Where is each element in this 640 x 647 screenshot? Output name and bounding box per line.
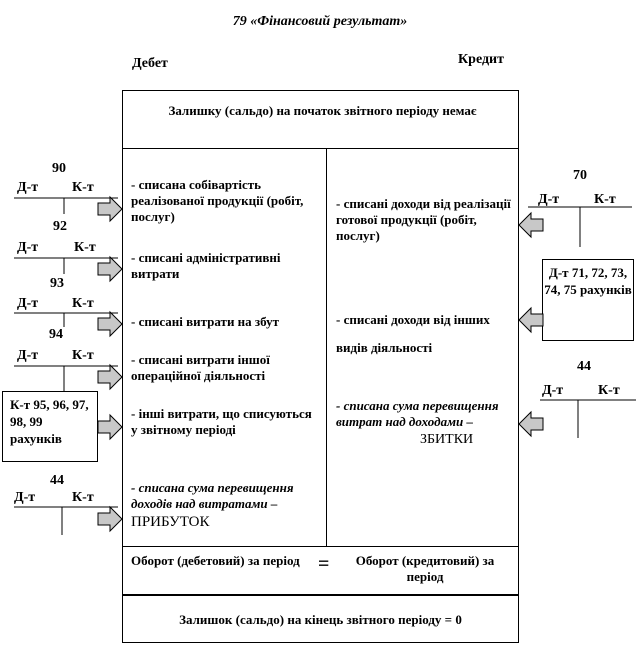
credit-loss-text: - списана сума перевищення витрат над до… <box>336 398 499 429</box>
credit-entry-other-revenue: - списані доходи від інших видів діяльно… <box>336 312 490 355</box>
right-account-70-credit: К-т <box>594 192 616 207</box>
left-account-44-number: 44 <box>50 473 64 488</box>
credit-loss-result: ЗБИТКИ <box>420 432 474 447</box>
opening-balance: Залишку (сальдо) на початок звітного пер… <box>168 103 477 118</box>
right-account-44-debit: Д-т <box>542 383 564 398</box>
left-account-94-debit: Д-т <box>17 348 39 363</box>
debit-profit-result: ПРИБУТОК <box>131 514 210 530</box>
right-accounts-box-text: Д-т 71, 72, 73, 74, 75 рахунків <box>544 265 632 297</box>
account-frame <box>122 90 519 595</box>
debit-entry-selling-expenses: - списані витрати на збут <box>131 314 280 329</box>
credit-header: Кредит <box>458 52 504 67</box>
debit-turnover: Оборот (дебетовий) за період <box>131 553 300 568</box>
right-accounts-box <box>542 259 634 341</box>
debit-profit-text: - списана сума перевищення доходів над в… <box>131 480 294 511</box>
left-account-44-credit: К-т <box>72 490 94 505</box>
debit-header: Дебет <box>132 56 168 71</box>
credit-entry-sales-revenue: - списані доходи від реалізації готової … <box>336 196 511 243</box>
debit-entry-cost-of-sales: - списана собівартість реалізованої прод… <box>131 177 304 224</box>
right-account-44-credit: К-т <box>598 383 620 398</box>
diagram-title: 79 «Фінансовий результат» <box>232 14 408 29</box>
left-accounts-box <box>2 391 98 462</box>
left-account-90-credit: К-т <box>72 180 94 195</box>
credit-turnover: Оборот (кредитовий) за період <box>355 553 495 584</box>
arrow-right-93 <box>97 310 123 338</box>
center-divider <box>326 148 327 546</box>
closing-balance: Залишок (сальдо) на кінець звітного пері… <box>179 612 462 627</box>
left-account-94-credit: К-т <box>72 348 94 363</box>
left-account-92-credit: К-т <box>74 240 96 255</box>
left-account-93-credit: К-т <box>72 296 94 311</box>
arrow-left-box <box>518 306 544 334</box>
left-account-92-number: 92 <box>53 219 67 234</box>
right-account-44-number: 44 <box>577 359 591 374</box>
opening-divider <box>122 148 519 149</box>
right-account-70-debit: Д-т <box>538 192 560 207</box>
left-account-92-debit: Д-т <box>17 240 39 255</box>
closing-balance-box <box>122 595 519 643</box>
debit-entry-admin-expenses: - списані адміністративні витрати <box>131 250 281 281</box>
left-account-94-number: 94 <box>49 327 63 342</box>
arrow-right-44 <box>97 505 123 533</box>
arrow-right-90 <box>97 195 123 223</box>
left-account-93-debit: Д-т <box>17 296 39 311</box>
left-accounts-box-text: К-т 95, 96, 97, 98, 99 рахунків <box>10 397 89 446</box>
arrow-right-box <box>97 413 123 441</box>
left-account-93-number: 93 <box>50 276 64 291</box>
debit-entry-other-expenses: - інші витрати, що списуються у звітному… <box>131 406 312 437</box>
debit-entry-other-operating: - списані витрати іншої операційної діял… <box>131 352 270 383</box>
turnover-equals: = <box>318 553 330 575</box>
right-account-70-number: 70 <box>573 168 587 183</box>
arrow-left-70 <box>518 211 544 239</box>
arrow-right-92 <box>97 255 123 283</box>
left-account-90-number: 90 <box>52 161 66 176</box>
left-account-44-debit: Д-т <box>14 490 36 505</box>
turnover-divider <box>122 546 519 547</box>
left-account-90-debit: Д-т <box>17 180 39 195</box>
arrow-right-94 <box>97 363 123 391</box>
arrow-left-44 <box>518 410 544 438</box>
